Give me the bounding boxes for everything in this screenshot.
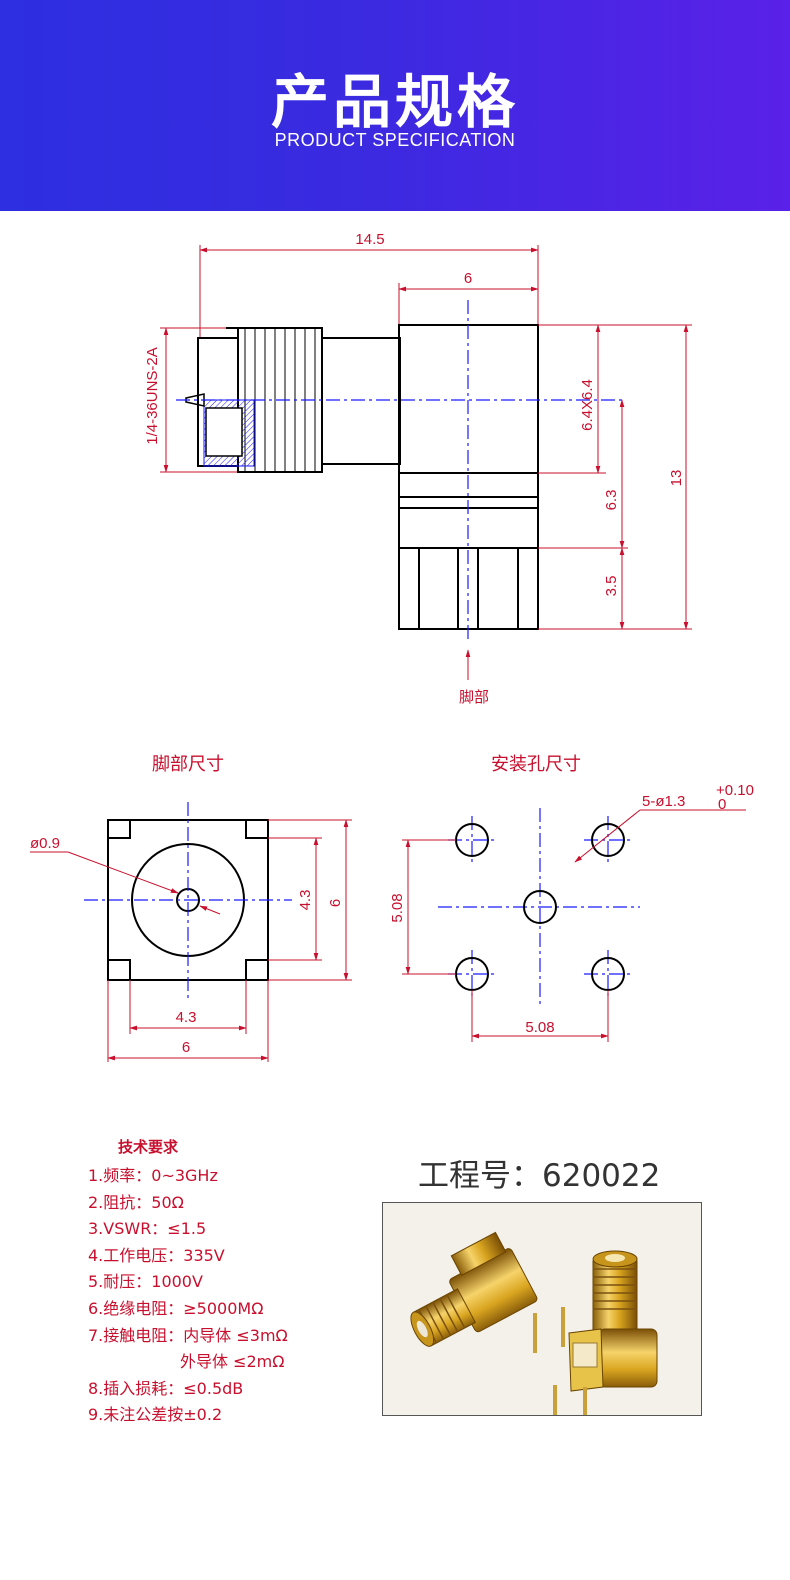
pin-label: 脚部: [459, 688, 489, 706]
connector-photo-icon: [383, 1203, 701, 1415]
dim-thread: 1/4-36UNS-2A: [144, 347, 161, 445]
spec-title: 技术要求: [118, 1138, 179, 1156]
pin-outer-h: 6: [327, 899, 344, 907]
hole-dia: 5-ø1.3: [642, 793, 685, 810]
spec-line: 4.工作电压：335V: [88, 1245, 225, 1265]
spec-line: 9.未注公差按±0.2: [88, 1405, 223, 1425]
pin-view-title: 脚部尺寸: [152, 754, 224, 775]
hole-view: 安装孔尺寸 5-ø1.3 +0.10 0 5.08 5.08: [389, 754, 754, 1042]
dim-total-height: 13: [668, 470, 685, 487]
spec-list: 技术要求 1.频率：0~3GHz 2.阻抗：50Ω 3.VSWR：≤1.5 4.…: [88, 1136, 388, 1429]
spec-line: 8.插入损耗：≤0.5dB: [88, 1378, 244, 1398]
hole-spacing-v: 5.08: [389, 893, 406, 922]
pin-dia: ø0.9: [30, 835, 60, 852]
spec-line: 外导体 ≤2mΩ: [180, 1352, 285, 1372]
dim-pin-length: 3.5: [603, 576, 620, 597]
spec-line: 3.VSWR：≤1.5: [88, 1219, 207, 1239]
dim-body-size: 6.4X6.4: [579, 379, 596, 431]
pin-outer-w: 6: [182, 1039, 190, 1056]
page-subtitle: PRODUCT SPECIFICATION: [274, 130, 516, 150]
spec-line: 2.阻抗：50Ω: [88, 1192, 184, 1212]
header-banner: 产品规格 PRODUCT SPECIFICATION: [0, 0, 790, 211]
hole-tol-upper: +0.10: [716, 782, 754, 799]
spec-line: 5.耐压：1000V: [88, 1272, 203, 1292]
dim-axis-height: 6.3: [603, 490, 620, 511]
page-title: 产品规格: [270, 68, 519, 136]
spec-line: 1.频率：0~3GHz: [88, 1166, 218, 1185]
product-photo: [382, 1202, 702, 1416]
dim-total-length: 14.5: [355, 231, 384, 248]
model-number: 工程号：620022: [418, 1158, 661, 1194]
pin-inner-w: 4.3: [176, 1009, 197, 1026]
pin-inner-h: 4.3: [297, 890, 314, 911]
pin-view: 脚部尺寸 ø0.9 4.3 6 4.3 6: [30, 754, 352, 1062]
dim-body-width: 6: [464, 270, 472, 287]
hole-tol-lower: 0: [718, 796, 726, 813]
side-view: 14.5 6 1/4-36UNS-2A: [144, 231, 692, 706]
hole-view-title: 安装孔尺寸: [491, 754, 581, 775]
spec-line: 6.绝缘电阻：≥5000MΩ: [88, 1298, 264, 1318]
hole-spacing-h: 5.08: [525, 1019, 554, 1036]
spec-line: 7.接触电阻：内导体 ≤3mΩ: [88, 1325, 288, 1345]
